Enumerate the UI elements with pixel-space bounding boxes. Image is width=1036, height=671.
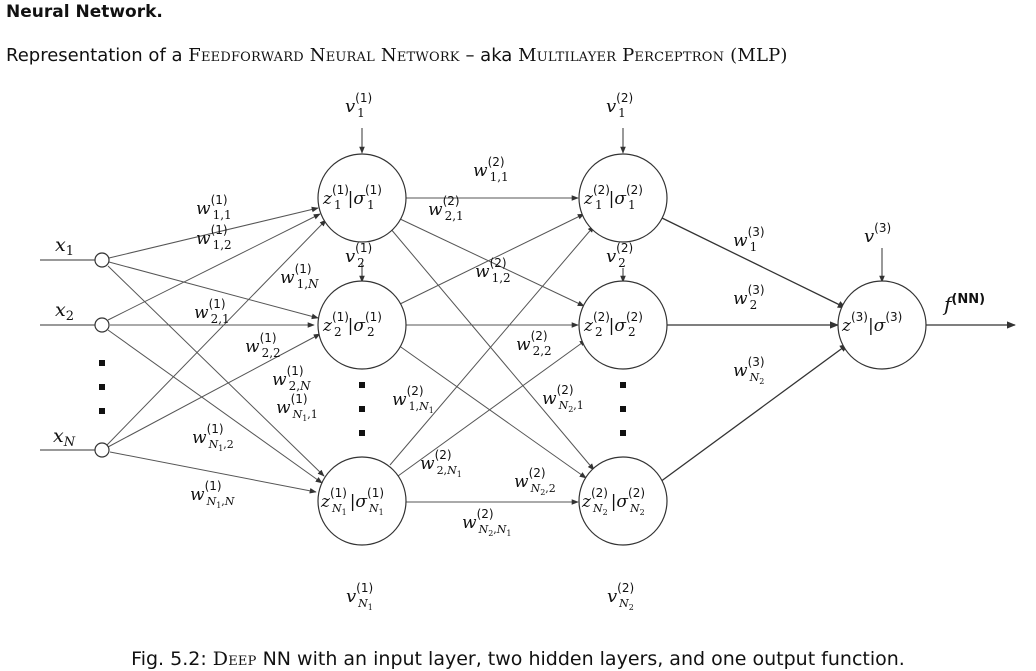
intro-term-fnn: Feedforward Neural Network — [188, 45, 460, 66]
bias-v1N: v(1)N1 — [346, 581, 373, 612]
weight-w2N1-2: w(2)2,N1 — [420, 448, 462, 479]
weight-w2-3: w(3)2 — [733, 283, 765, 312]
weight-w1-3: w(3)1 — [733, 225, 765, 254]
weight-wN1N-1: w(1)N1,N — [190, 479, 235, 510]
bias-v21: v(2)1 — [606, 91, 633, 120]
bias-v22: v(2)2 — [606, 241, 633, 270]
weight-w12-2: w(2)1,2 — [475, 256, 511, 285]
edge-h1N-h21 — [389, 225, 595, 466]
caption-prefix: Fig. 5.2: — [131, 648, 213, 670]
neuron-h2-2 — [578, 280, 668, 370]
ellipsis-dot — [359, 382, 365, 388]
neuron-output — [837, 280, 927, 370]
weight-w21-2: w(2)2,1 — [428, 194, 464, 223]
label-x2: x2 — [55, 299, 74, 324]
edge-h21-out — [661, 217, 847, 309]
ellipsis-dot — [620, 406, 626, 412]
weight-wN21-2: w(2)N2,1 — [542, 383, 584, 414]
bias-v11: v(1)1 — [345, 91, 372, 120]
output-function-label: f(NN) — [942, 292, 985, 316]
intro-term-mlp: Multilayer Perceptron — [518, 45, 725, 66]
weight-w1N-1: w(1)1,N — [280, 262, 319, 291]
neuron-h2-1 — [578, 153, 668, 243]
edge-h12-h21 — [397, 213, 585, 306]
intro-suffix: (MLP) — [724, 45, 788, 66]
edge-x2-h11 — [107, 213, 321, 321]
caption-term: Deep — [212, 648, 257, 670]
edge-x2-h1N — [107, 329, 323, 484]
weight-wN2-3: w(3)N2 — [733, 355, 765, 386]
ellipsis-dot — [99, 360, 105, 366]
weight-w21-1: w(1)2,1 — [194, 297, 230, 326]
weight-wN22-2: w(2)N2,2 — [514, 466, 556, 497]
weight-w11-1: w(1)1,1 — [196, 193, 232, 222]
weight-w1N1-2: w(2)1,N1 — [392, 384, 434, 415]
ellipsis-dot — [620, 382, 626, 388]
edge-x1-h1N — [107, 265, 325, 477]
edge-x1-h11 — [108, 206, 319, 259]
weight-w22-2: w(2)2,2 — [516, 329, 552, 358]
edge-xN-h12 — [107, 333, 321, 448]
bias-v12: v(1)2 — [345, 241, 372, 270]
label-xN: xN — [53, 425, 76, 450]
ellipsis-dot — [99, 384, 105, 390]
weight-w11-2: w(2)1,1 — [473, 155, 509, 184]
ellipsis-dot — [99, 408, 105, 414]
input-node-xN — [94, 442, 110, 458]
caption-text: NN with an input layer, two hidden layer… — [256, 648, 905, 670]
edge-xN-h11 — [106, 219, 327, 446]
neuron-h2-N — [578, 456, 668, 546]
neuron-h1-N — [317, 456, 407, 546]
edge-xN-h1N — [109, 451, 317, 494]
edge-h12-h2N — [397, 344, 587, 479]
intro-prefix: Representation of a — [6, 45, 189, 66]
edge-h11-h2N — [389, 227, 595, 471]
weight-wN12-1: w(1)N1,2 — [192, 422, 234, 453]
weight-w2N-1: w(1)2,N — [272, 364, 311, 393]
weight-w12-1: w(1)1,2 — [196, 223, 232, 252]
input-node-x2 — [94, 317, 110, 333]
network-diagram: x1 x2 xN z(1)1|σ(1)1 z(1)2|σ(1)2 z(1)N1|… — [40, 91, 1016, 612]
weight-w22-1: w(1)2,2 — [245, 331, 281, 360]
bias-v2N: v(2)N2 — [607, 581, 634, 612]
ellipsis-dot — [359, 406, 365, 412]
ellipsis-dot — [359, 430, 365, 436]
label-x1: x1 — [55, 234, 74, 259]
edge-h11-h22 — [397, 217, 585, 307]
figure-intro: Representation of a Feedforward Neural N… — [6, 45, 788, 66]
neuron-h1-1 — [317, 153, 407, 243]
bias-v3: v(3) — [864, 221, 891, 247]
edge-h2N-out — [659, 343, 849, 483]
intro-middle: – aka — [459, 45, 519, 66]
weight-wN2N1-2: w(2)N2,N1 — [462, 507, 512, 538]
weight-wN11-1: w(1)N1,1 — [276, 392, 318, 423]
input-node-x1 — [94, 252, 110, 268]
neuron-h1-2 — [317, 280, 407, 370]
section-title: Neural Network. — [6, 2, 163, 22]
edge-h1N-h22 — [397, 339, 587, 477]
figure-caption: Fig. 5.2: Deep NN with an input layer, t… — [0, 648, 1036, 670]
ellipsis-dot — [620, 430, 626, 436]
edge-x1-h12 — [108, 261, 319, 320]
